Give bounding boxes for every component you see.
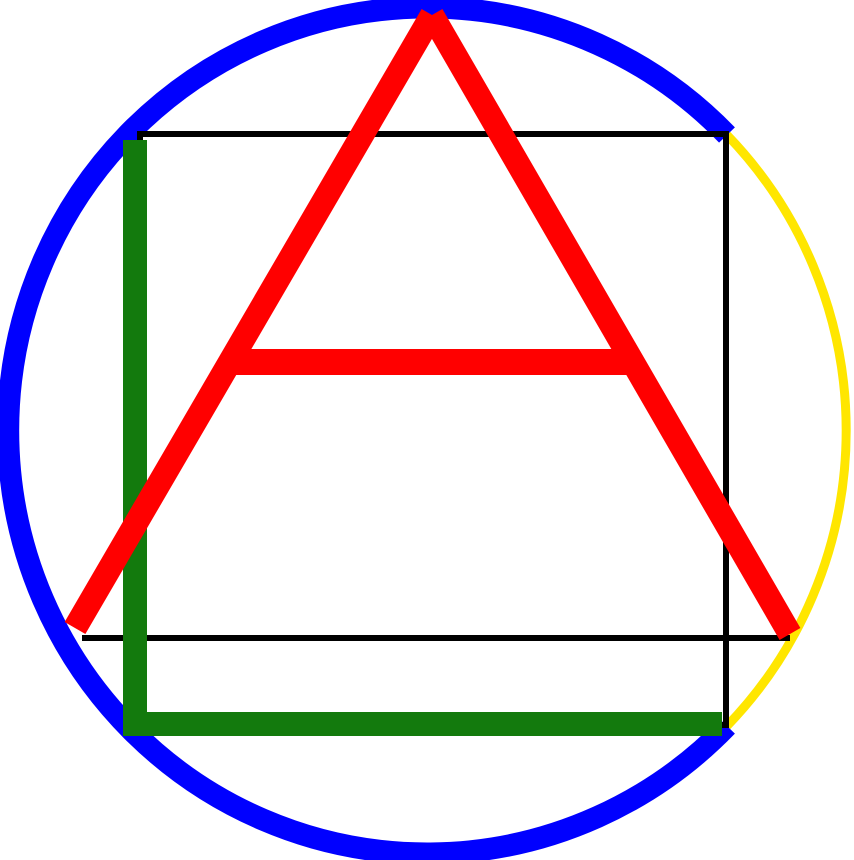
triangle-right-leg	[421, 8, 801, 641]
circle-right-arc	[723, 131, 851, 730]
corner-l-shape	[123, 140, 722, 736]
circle-left-arc	[0, 0, 735, 860]
triangle-left-leg	[64, 8, 443, 635]
